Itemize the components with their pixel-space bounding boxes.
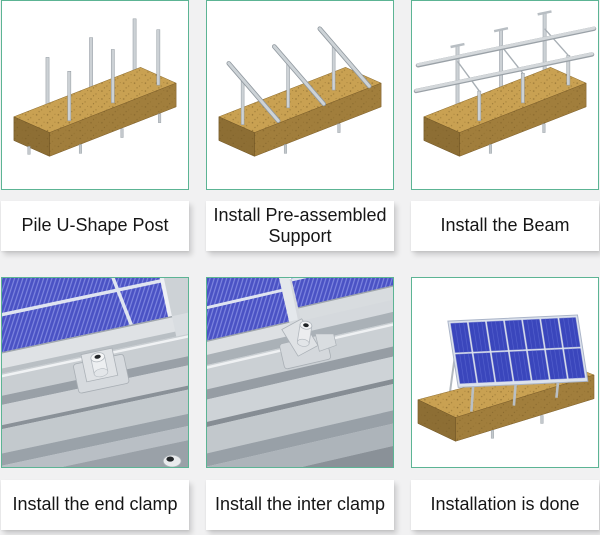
installation-done-illustration — [417, 314, 595, 442]
pre-assembled-support-illustration — [218, 26, 382, 157]
beams — [413, 26, 597, 94]
end-clamp — [73, 347, 130, 394]
step-2-caption-text: Install Pre-assembled Support — [213, 204, 387, 246]
step-5-image-panel — [206, 277, 394, 468]
wood-base — [423, 67, 587, 157]
step-1-caption: Pile U-Shape Post — [1, 201, 189, 251]
step-4-image-panel — [1, 277, 189, 468]
step-1-caption-text: Pile U-Shape Post — [21, 215, 169, 236]
solar-panel-surface-left — [207, 278, 290, 359]
post-pegs — [27, 113, 162, 155]
panel-frame-edges — [207, 278, 393, 372]
step-6-caption: Installation is done — [411, 480, 599, 530]
panel-frame-edge — [2, 315, 177, 389]
pile-u-shape-post-illustration — [13, 18, 177, 157]
step-3-caption-text: Install the Beam — [440, 215, 570, 236]
mounting-rails — [2, 318, 188, 467]
panel-gap — [262, 278, 298, 322]
install-beam-illustration — [413, 10, 597, 157]
inter-clamp-illustration — [207, 278, 393, 467]
wood-base — [218, 67, 382, 157]
support-frames — [226, 26, 372, 125]
step-6-image-panel — [411, 277, 599, 468]
post-pegs — [283, 123, 341, 154]
step-3-caption: Install the Beam — [411, 201, 599, 251]
wood-base — [13, 67, 177, 157]
end-clamp-illustration — [2, 278, 188, 467]
post-pegs — [490, 415, 544, 439]
wood-base — [417, 361, 595, 442]
step-2-image-panel — [206, 0, 394, 190]
post-pegs — [488, 123, 546, 154]
step-1-image-panel — [1, 0, 189, 190]
step-4-caption-text: Install the end clamp — [12, 494, 178, 515]
rail-assembly — [207, 278, 393, 467]
clamp-bolt — [90, 352, 109, 378]
inter-clamp — [279, 318, 337, 370]
step-6-caption-text: Installation is done — [430, 494, 580, 515]
step-3-image-panel — [411, 0, 599, 190]
step-4-caption: Install the end clamp — [1, 480, 189, 530]
ground-posts-front — [67, 29, 161, 121]
rail-assembly — [2, 278, 188, 467]
step-5-caption: Install the inter clamp — [206, 480, 394, 530]
solar-array — [447, 314, 589, 388]
step-2-caption: Install Pre-assembled Support — [206, 201, 394, 251]
solar-panel-surface — [2, 278, 188, 369]
corner-bolt — [162, 454, 182, 467]
clamp-bolt — [296, 320, 313, 347]
step-5-caption-text: Install the inter clamp — [214, 494, 386, 515]
